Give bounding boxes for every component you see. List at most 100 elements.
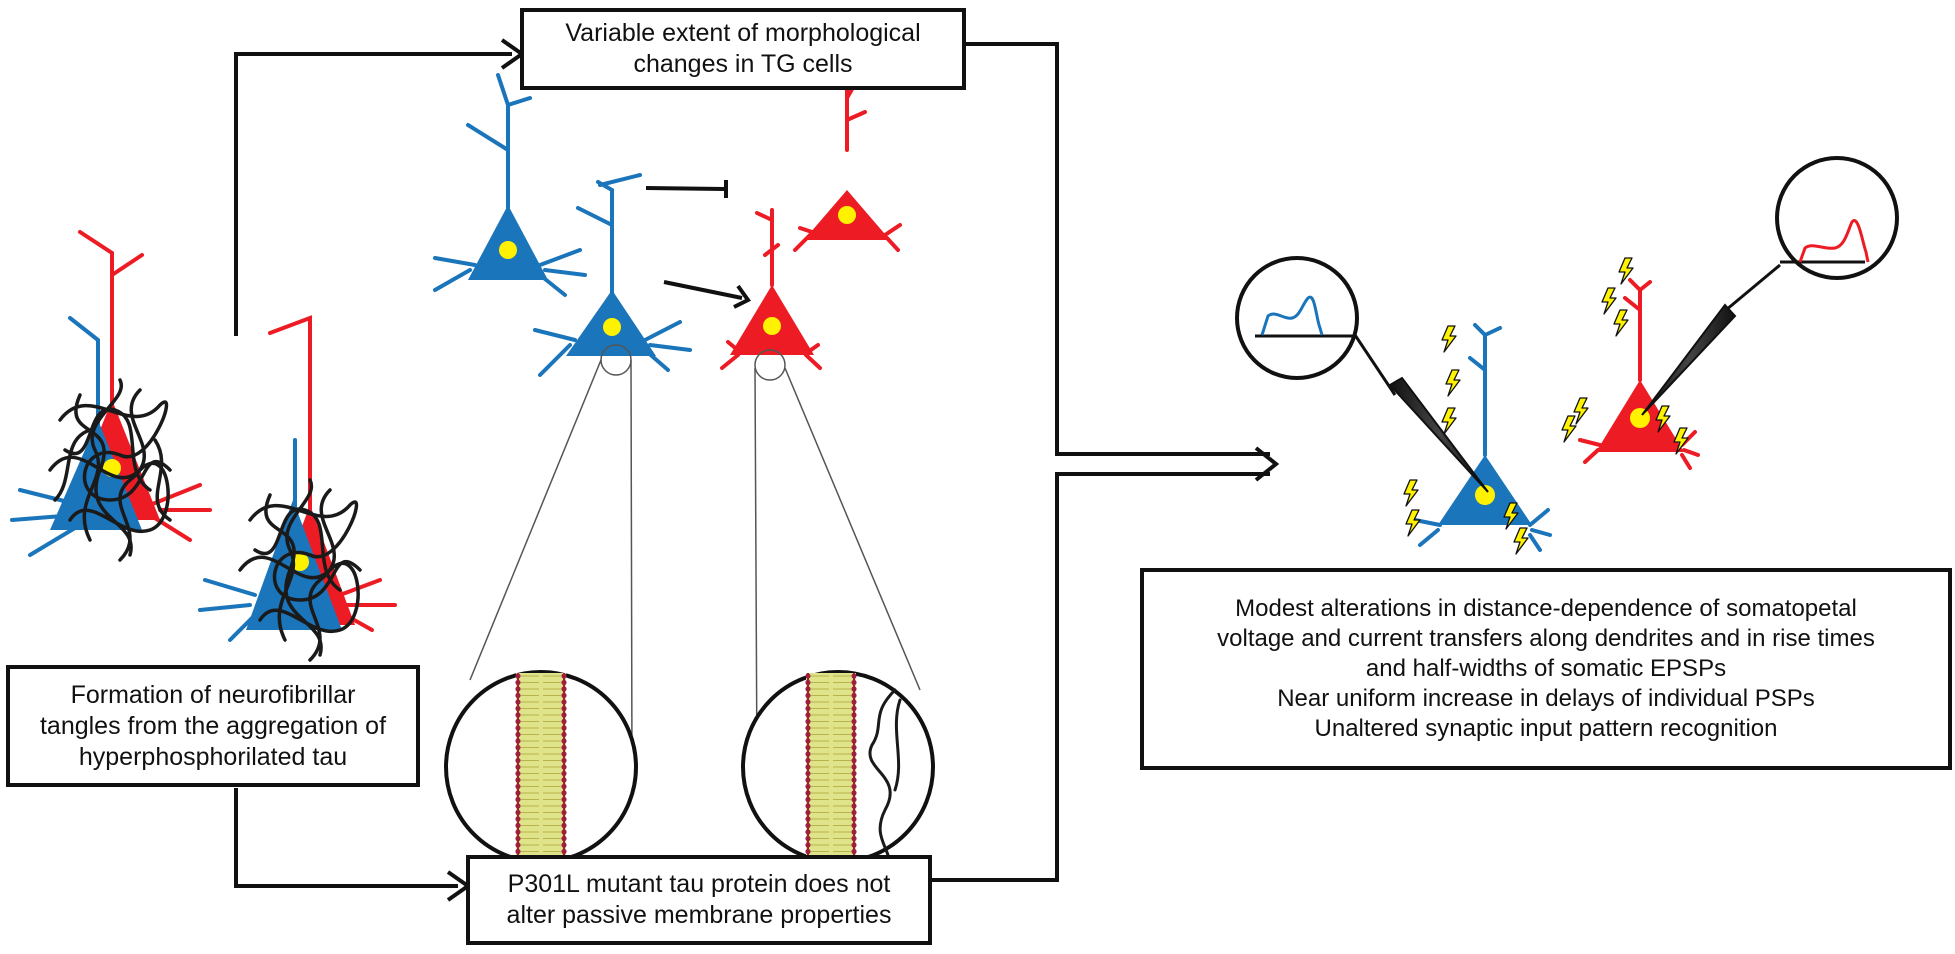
lipid-head bbox=[851, 770, 857, 777]
lipid-head bbox=[515, 692, 521, 699]
blue-neuron-2 bbox=[533, 173, 692, 377]
lipid-head bbox=[805, 764, 811, 770]
results-line-1: Modest alterations in distance-dependenc… bbox=[1235, 595, 1857, 622]
epsp-trace-control bbox=[1235, 256, 1359, 380]
lipid-head bbox=[805, 816, 811, 822]
lipid-head bbox=[851, 803, 857, 809]
lipid-head bbox=[561, 725, 567, 731]
arrow-membrane-to-results bbox=[932, 472, 1270, 882]
lipid-head bbox=[805, 790, 811, 796]
results-line-3: and half-widths of somatic EPSPs bbox=[1365, 655, 1727, 682]
lipid-head bbox=[851, 673, 857, 679]
recording-electrode-icon bbox=[1641, 263, 1781, 416]
tau-protein-strand bbox=[868, 688, 902, 872]
lipid-head bbox=[515, 718, 521, 725]
lipid-head bbox=[805, 757, 811, 764]
lipid-head bbox=[515, 783, 521, 790]
tangle-neuron-front bbox=[198, 315, 397, 662]
tangles-line-2: tangles from the aggregation of bbox=[39, 711, 387, 740]
lipid-head bbox=[805, 803, 811, 809]
zoom-lines bbox=[469, 344, 921, 773]
lipid-head bbox=[805, 796, 811, 803]
lipid-head bbox=[515, 803, 521, 809]
lipid-head bbox=[851, 764, 857, 770]
lipid-head bbox=[515, 679, 521, 686]
lipid-head bbox=[851, 757, 857, 764]
lipid-head bbox=[851, 731, 857, 738]
lipid-head bbox=[515, 673, 521, 679]
lipid-head bbox=[851, 686, 857, 692]
lipid-head bbox=[561, 822, 567, 829]
lipid-head bbox=[561, 686, 567, 692]
lipid-head bbox=[561, 809, 567, 816]
lipid-head bbox=[805, 712, 811, 718]
red-neuron-2 bbox=[720, 208, 822, 370]
results-line-5: Unaltered synaptic input pattern recogni… bbox=[1314, 715, 1778, 742]
lipid-head bbox=[561, 796, 567, 803]
lipid-head bbox=[515, 744, 521, 751]
lipid-head bbox=[561, 718, 567, 725]
arrow-tangles-to-morphology bbox=[234, 52, 512, 336]
results-line-4: Near uniform increase in delays of indiv… bbox=[1277, 685, 1815, 712]
lipid-head bbox=[851, 783, 857, 790]
lipid-head bbox=[851, 835, 857, 842]
lipid-head bbox=[515, 770, 521, 777]
results-box: Modest alterations in distance-dependenc… bbox=[1140, 568, 1952, 770]
lipid-head bbox=[515, 686, 521, 692]
lipid-head bbox=[805, 809, 811, 816]
lipid-head bbox=[515, 822, 521, 829]
lipid-head bbox=[561, 712, 567, 718]
lipid-head bbox=[805, 673, 811, 679]
lipid-head bbox=[561, 770, 567, 777]
epsp-trace-icon bbox=[1798, 219, 1870, 263]
lipid-head bbox=[561, 764, 567, 770]
lipid-head bbox=[561, 803, 567, 809]
tangles-line-3: hyperphosphorilated tau bbox=[78, 742, 348, 771]
lipid-head bbox=[561, 744, 567, 751]
membrane-box: P301L mutant tau protein does not alter … bbox=[466, 855, 932, 945]
lipid-head bbox=[805, 848, 811, 855]
lipid-head bbox=[805, 829, 811, 835]
lipid-head bbox=[561, 699, 567, 705]
lipid-head bbox=[851, 829, 857, 835]
lipid-head bbox=[561, 777, 567, 783]
tangle-fibers-1 bbox=[48, 378, 172, 562]
lipid-head bbox=[515, 699, 521, 705]
epsp-trace-mutant bbox=[1775, 156, 1899, 280]
lipid-head bbox=[561, 848, 567, 855]
flow-arrows bbox=[234, 38, 1280, 902]
lipid-head bbox=[805, 751, 811, 757]
lipid-head bbox=[851, 718, 857, 725]
lipid-head bbox=[805, 718, 811, 725]
lipid-head bbox=[561, 751, 567, 757]
lipid-head bbox=[515, 796, 521, 803]
tangle-fibers-2 bbox=[238, 478, 362, 662]
lipid-head bbox=[851, 822, 857, 829]
lipid-head bbox=[515, 751, 521, 757]
lipid-head bbox=[515, 835, 521, 842]
arrow-morph-1 bbox=[645, 186, 725, 191]
lipid-head bbox=[851, 692, 857, 699]
lipid-head bbox=[561, 738, 567, 744]
tangle-neuron-back bbox=[10, 230, 212, 562]
lipid-head bbox=[851, 725, 857, 731]
lipid-head bbox=[851, 790, 857, 796]
lipid-head bbox=[515, 777, 521, 783]
lipid-head bbox=[561, 816, 567, 822]
lipid-head bbox=[561, 731, 567, 738]
lipid-head bbox=[805, 738, 811, 744]
lipid-head bbox=[561, 842, 567, 848]
lipid-head bbox=[515, 705, 521, 712]
recording-electrode-icon bbox=[1353, 334, 1489, 493]
arrowhead-results bbox=[1254, 446, 1280, 482]
lipid-head bbox=[805, 777, 811, 783]
lipid-head bbox=[805, 692, 811, 699]
lipid-head bbox=[515, 731, 521, 738]
lipid-head bbox=[805, 705, 811, 712]
lipid-head bbox=[851, 751, 857, 757]
lipid-head bbox=[561, 692, 567, 699]
lipid-head bbox=[561, 705, 567, 712]
lipid-head bbox=[515, 738, 521, 744]
lipid-head bbox=[805, 679, 811, 686]
